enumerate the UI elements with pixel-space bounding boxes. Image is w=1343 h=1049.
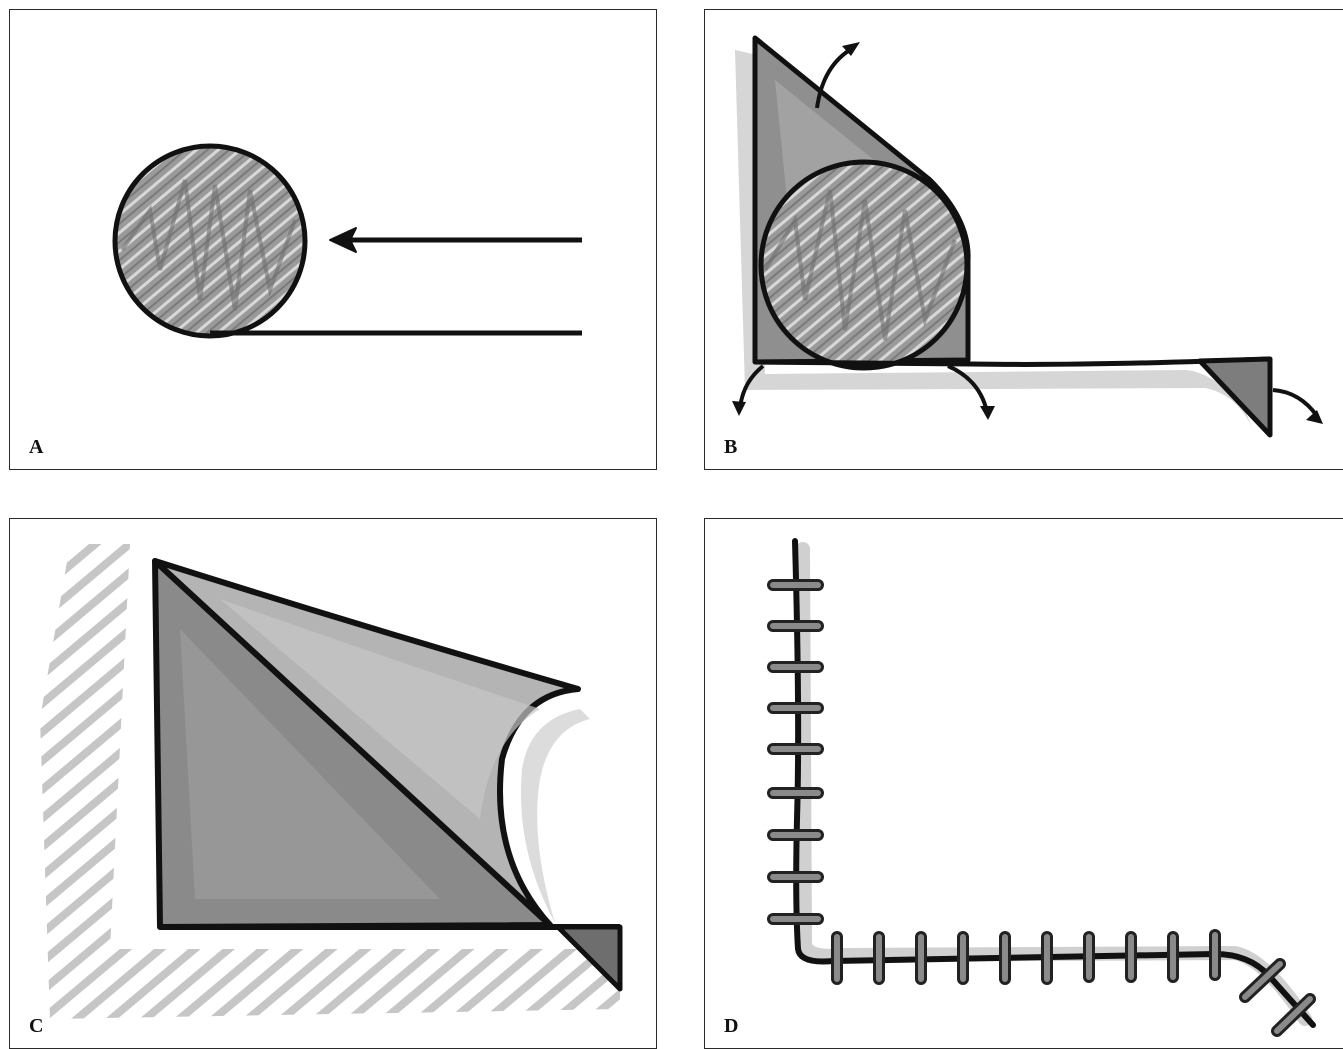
arrow-left-icon <box>329 227 582 253</box>
panel-label-d: D <box>724 1015 739 1037</box>
flap-edge-shadow <box>520 709 590 923</box>
closure-line <box>792 538 1316 1028</box>
panel-a-illustration <box>112 143 582 339</box>
burow-triangle <box>1197 356 1273 438</box>
panel-label-c: C <box>29 1015 44 1037</box>
flap-rotating <box>152 558 581 928</box>
burow-triangle <box>555 924 623 992</box>
panel-label-a: A <box>29 436 44 458</box>
suture-stitch-icon <box>767 579 1316 1037</box>
panel-a: A <box>9 9 657 470</box>
panel-c: C <box>9 518 657 1049</box>
panel-label-b: B <box>724 436 738 458</box>
circular-defect <box>761 162 967 368</box>
surrounding-skin-hatch <box>40 544 620 1019</box>
panel-b-illustration <box>732 35 1323 438</box>
panel-d: D <box>704 518 1343 1049</box>
arrowheads <box>732 42 1323 424</box>
panel-b: B <box>704 9 1343 470</box>
panel-d-illustration <box>767 538 1316 1037</box>
circular-defect <box>115 146 305 336</box>
panel-c-illustration <box>40 544 623 1019</box>
